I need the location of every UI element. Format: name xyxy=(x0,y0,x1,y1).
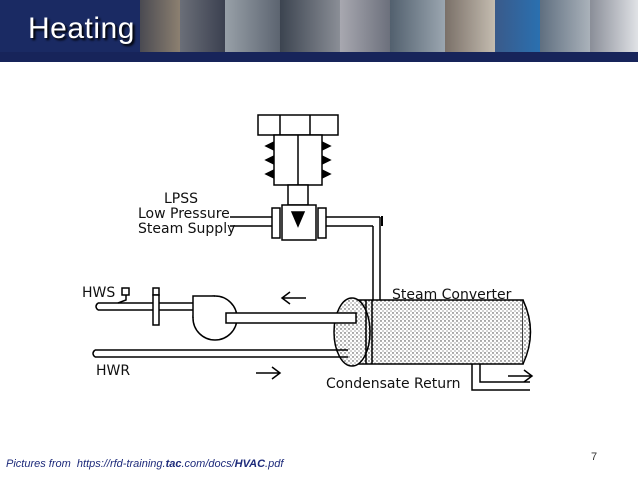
hws-pipe xyxy=(95,287,193,326)
low-pressure-label: Low Pressure xyxy=(138,206,230,222)
citation-link[interactable]: https://rfd-training.tac.com/docs/HVAC.p… xyxy=(77,458,283,470)
page-number: 7 xyxy=(591,451,598,463)
steam-supply-pipe xyxy=(230,216,383,312)
arrow-left-icon xyxy=(280,291,306,305)
citation-url-bold: tac xyxy=(165,458,182,470)
citation-url-part: https://rfd-training. xyxy=(76,458,166,470)
arrow-right-icon xyxy=(508,369,534,383)
steam-converter-label: Steam Converter xyxy=(392,287,512,303)
heating-diagram: LPSS Low Pressure Steam Supply HWS HWR S… xyxy=(60,100,540,420)
citation-prefix: Pictures from xyxy=(6,458,71,470)
citation-url-part: .pdf xyxy=(265,458,284,470)
flow-arrows xyxy=(256,291,534,383)
lpss-label: LPSS xyxy=(164,191,199,207)
steam-supply-label: Steam Supply xyxy=(138,221,236,237)
hwr-pipe xyxy=(92,349,348,358)
header-banner: Heating xyxy=(0,0,638,62)
citation-url-part: .com/docs/ xyxy=(181,458,235,470)
citation-url-bold: HVAC xyxy=(234,458,266,470)
banner-bottom-strip xyxy=(0,52,638,62)
heating-diagram-svg xyxy=(92,114,534,391)
hws-pump xyxy=(192,295,357,341)
steam-converter-shell xyxy=(333,297,532,367)
banner-photo-strip xyxy=(140,0,638,52)
condensate-return-label: Condensate Return xyxy=(326,376,461,392)
steam-valve-actuator xyxy=(257,114,339,241)
source-citation: Pictures from https://rfd-training.tac.c… xyxy=(6,458,283,470)
condensate-return-pipe xyxy=(471,364,530,391)
arrow-right-icon xyxy=(256,366,282,380)
hwr-label: HWR xyxy=(96,363,131,379)
hws-label: HWS xyxy=(82,285,116,301)
slide-title: Heating xyxy=(28,12,135,45)
